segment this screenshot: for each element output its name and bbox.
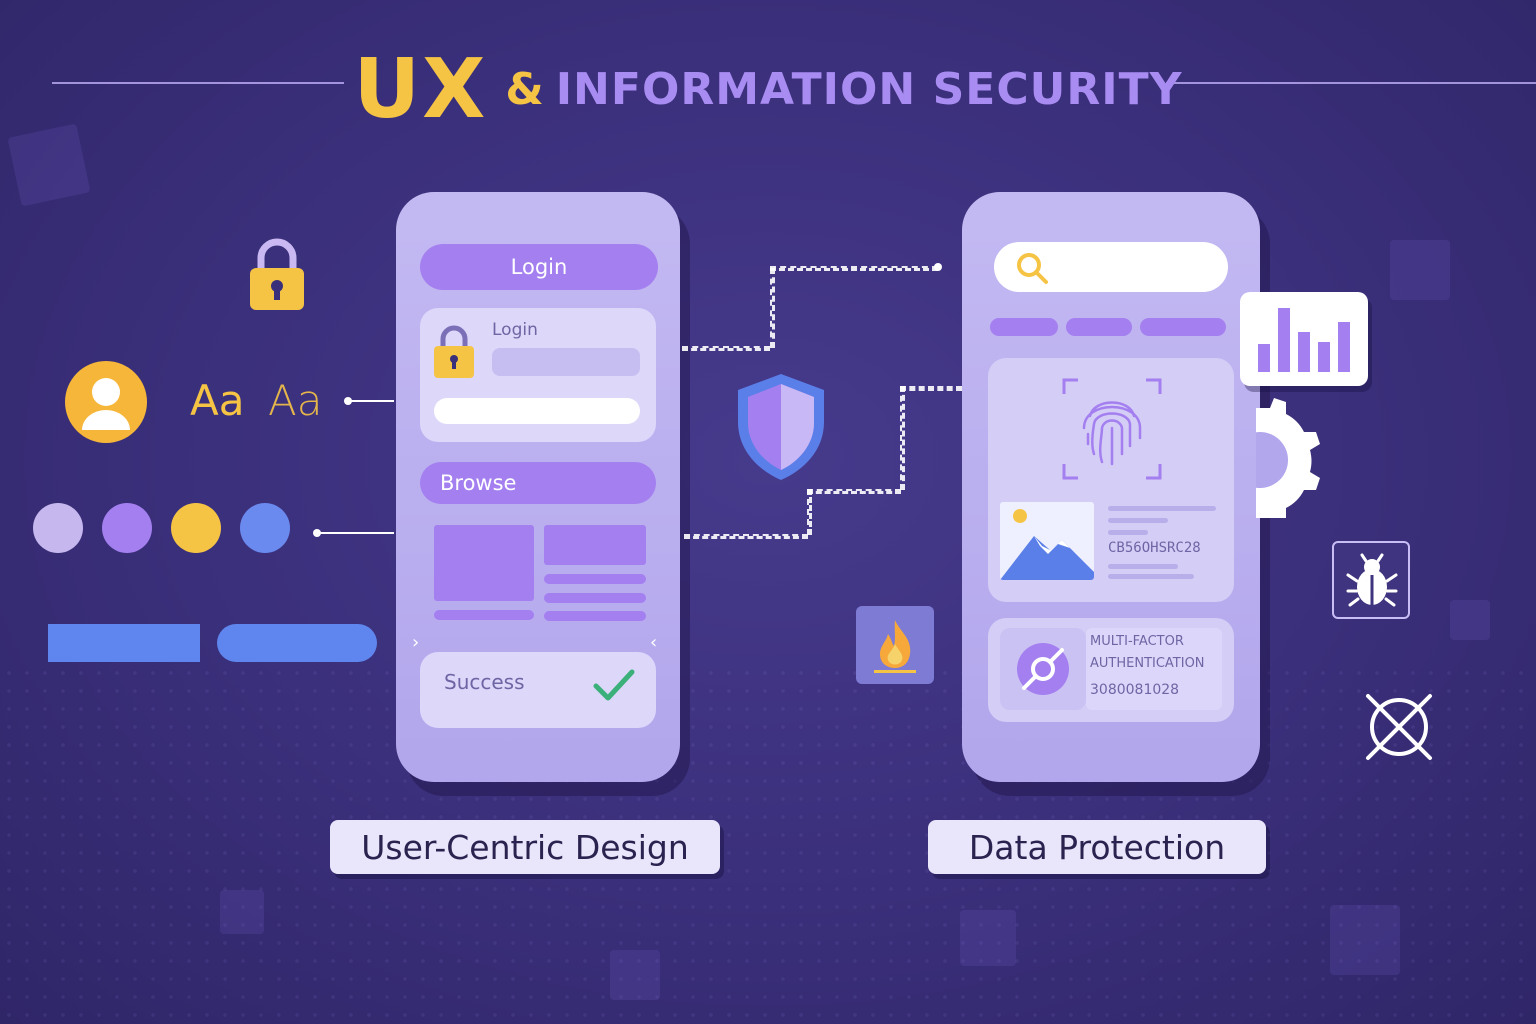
title-ux: UX xyxy=(353,42,488,137)
image-icon xyxy=(1000,509,1094,580)
login-card: Login xyxy=(420,308,656,442)
key-icon xyxy=(1017,643,1069,695)
avatar-icon xyxy=(65,361,147,443)
phone-data-protection: CB56OHSRC28 MULTI-FACTOR AUTHENTICATION … xyxy=(962,192,1260,782)
caption-user-centric-design: User-Centric Design xyxy=(330,820,720,874)
content-line xyxy=(544,574,646,584)
chevron-left-icon[interactable]: ‹ xyxy=(650,632,658,653)
bug-icon xyxy=(1346,553,1398,607)
checkmark-icon xyxy=(593,669,635,701)
dashed-connector xyxy=(684,534,808,539)
decorative-square xyxy=(1450,600,1490,640)
decorative-square xyxy=(960,910,1016,966)
content-line xyxy=(544,593,646,603)
shield-icon xyxy=(738,374,824,480)
search-icon xyxy=(1017,253,1048,284)
content-line xyxy=(434,610,534,620)
firewall-tile xyxy=(856,606,934,684)
username-field[interactable] xyxy=(492,348,640,376)
tab-pill[interactable] xyxy=(1140,318,1226,336)
connector-dot xyxy=(313,529,321,537)
dashed-connector xyxy=(770,268,775,348)
dashed-connector xyxy=(682,346,770,351)
text-line xyxy=(1108,506,1216,511)
bug-tile xyxy=(1332,541,1410,619)
title-rest: INFORMATION SECURITY xyxy=(555,64,1183,115)
gear-icon xyxy=(1256,398,1320,518)
decorative-square xyxy=(1390,240,1450,300)
fire-icon xyxy=(874,620,916,673)
mfa-icon-tile xyxy=(1000,628,1086,710)
dashed-connector xyxy=(900,386,962,391)
decorative-square xyxy=(220,890,264,934)
connector-dot xyxy=(344,397,352,405)
lock-icon xyxy=(434,325,474,378)
typography-sample-light: Aa xyxy=(268,376,323,425)
palette-swatch-lavender xyxy=(33,503,83,553)
connector-dot xyxy=(934,263,942,271)
login-card-label: Login xyxy=(492,320,538,340)
tab-pill[interactable] xyxy=(990,318,1058,336)
search-input[interactable] xyxy=(994,242,1228,292)
dot-pattern xyxy=(0,664,1536,1024)
code-text: CB56OHSRC28 xyxy=(1108,540,1201,556)
sample-button-square xyxy=(48,624,200,662)
phone-user-centric: Login Login Browse › ‹ Success xyxy=(396,192,680,782)
title-ampersand: & xyxy=(505,64,544,115)
decorative-square xyxy=(1330,905,1400,975)
title-rule-left xyxy=(52,82,344,84)
text-line xyxy=(1108,518,1168,523)
biometric-card: CB56OHSRC28 xyxy=(988,358,1234,602)
success-card: Success xyxy=(420,652,656,728)
text-line xyxy=(1108,564,1178,569)
mfa-code: 3080081028 xyxy=(1090,682,1180,698)
content-block xyxy=(544,525,646,565)
crossed-target-icon xyxy=(1366,694,1432,760)
dashed-connector xyxy=(770,266,938,271)
success-label: Success xyxy=(444,670,525,694)
page-title: UX&INFORMATION SECURITY xyxy=(0,42,1536,137)
analytics-tile xyxy=(1240,292,1368,386)
mfa-line1: MULTI-FACTOR xyxy=(1090,634,1184,649)
chevron-right-icon[interactable]: › xyxy=(412,632,420,653)
mfa-card: MULTI-FACTOR AUTHENTICATION 3080081028 xyxy=(988,618,1234,722)
dashed-connector xyxy=(900,386,905,490)
sample-button-rounded xyxy=(217,624,377,662)
browse-button[interactable]: Browse xyxy=(420,462,656,504)
mfa-line2: AUTHENTICATION xyxy=(1090,656,1205,671)
typography-sample-bold: Aa xyxy=(190,376,245,425)
bar-chart-icon xyxy=(1258,308,1350,372)
dashed-connector xyxy=(807,489,901,494)
password-field[interactable] xyxy=(434,398,640,424)
connector-line xyxy=(350,400,394,402)
login-button[interactable]: Login xyxy=(420,244,658,290)
text-line xyxy=(1108,530,1148,535)
decorative-square xyxy=(610,950,660,1000)
lock-icon xyxy=(250,238,304,310)
title-rule-right xyxy=(1166,82,1536,84)
tab-pill[interactable] xyxy=(1066,318,1132,336)
palette-swatch-purple xyxy=(102,503,152,553)
palette-swatch-yellow xyxy=(171,503,221,553)
mfa-text-panel: MULTI-FACTOR AUTHENTICATION 3080081028 xyxy=(1086,628,1222,710)
fingerprint-icon xyxy=(1062,378,1162,480)
dashed-connector xyxy=(807,489,812,535)
image-thumbnail xyxy=(1000,502,1094,580)
connector-line xyxy=(320,532,394,534)
content-thumbnail xyxy=(434,525,534,601)
text-line xyxy=(1108,574,1194,579)
content-line xyxy=(544,611,646,621)
palette-swatch-blue xyxy=(240,503,290,553)
caption-data-protection: Data Protection xyxy=(928,820,1266,874)
